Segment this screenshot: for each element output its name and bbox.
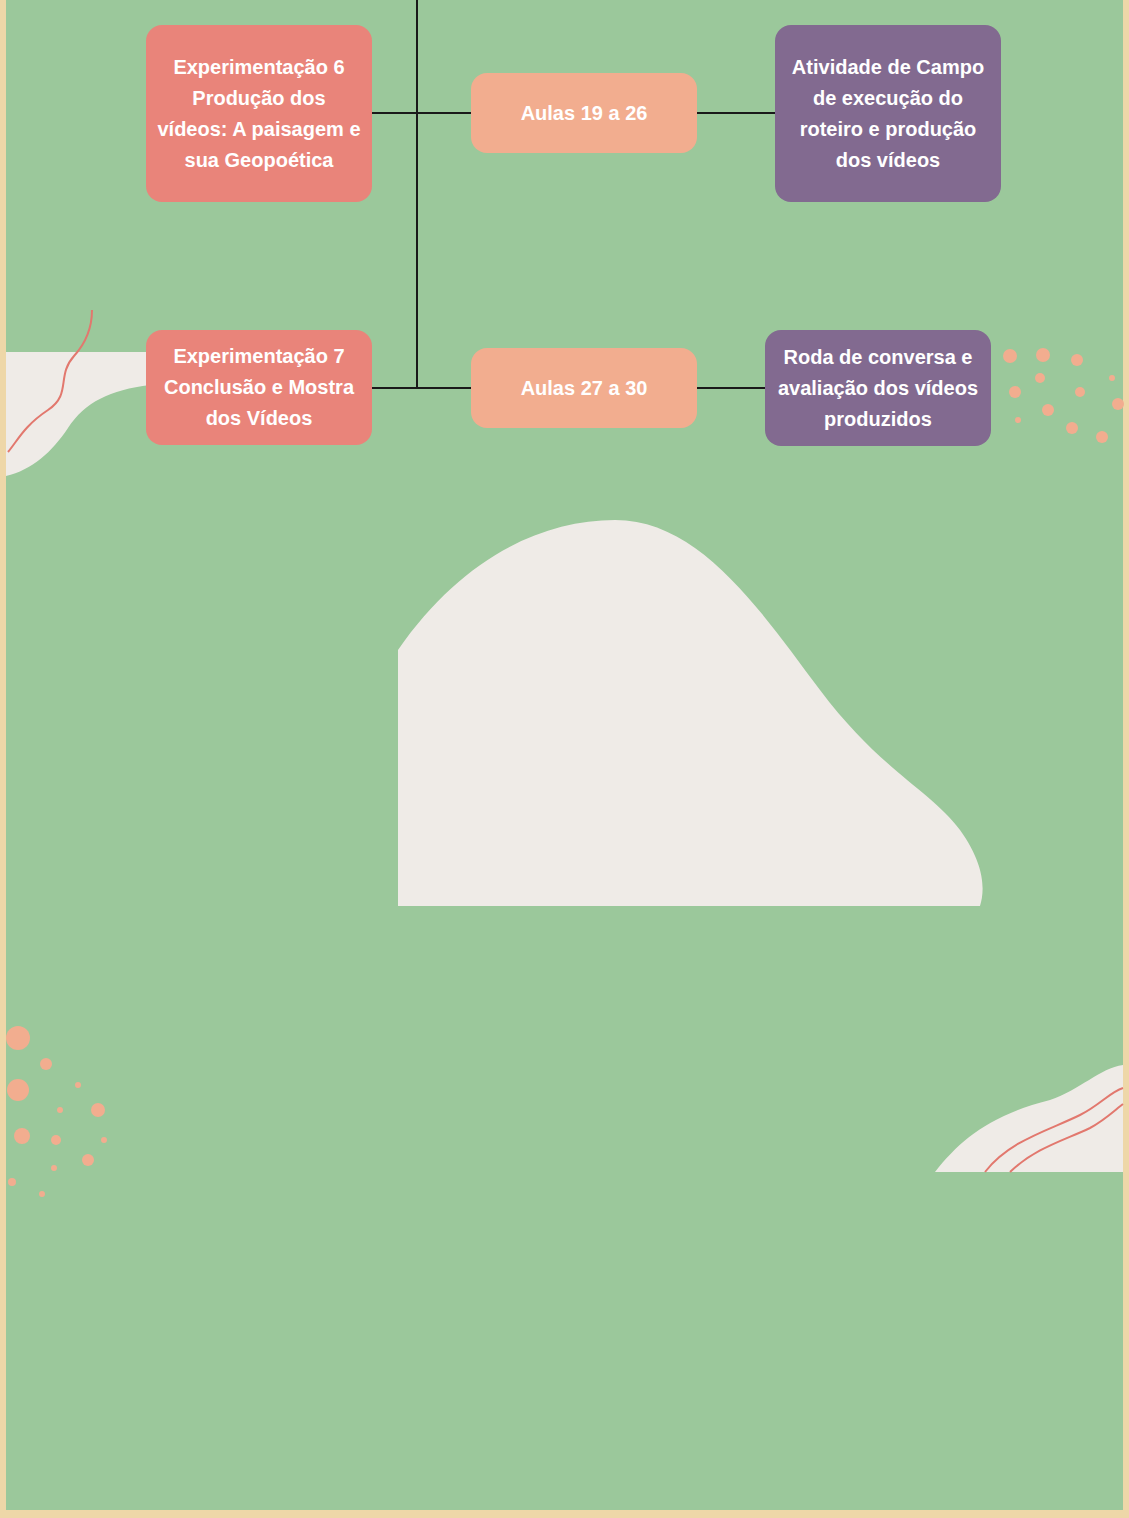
activity-box: Atividade de Campo de execução do roteir… [775, 25, 1001, 202]
white-blob [935, 1065, 1123, 1172]
wavy-line [8, 310, 92, 452]
white-blob [398, 520, 983, 906]
node-text: Atividade de Campo de execução do roteir… [785, 52, 991, 176]
connector-line [697, 112, 775, 114]
wavy-line [1010, 1104, 1123, 1172]
node-text: Experimentação 7 Conclusão e Mostra dos … [156, 341, 362, 434]
node-text: Aulas 27 a 30 [521, 373, 648, 404]
trunk-line [416, 0, 418, 388]
lesson-box: Aulas 19 a 26 [471, 73, 697, 153]
lesson-box: Aulas 27 a 30 [471, 348, 697, 428]
dot-cluster [1003, 348, 1124, 443]
activity-box: Roda de conversa e avaliação dos vídeos … [765, 330, 991, 446]
connector-line [372, 387, 471, 389]
connector-line [697, 387, 765, 389]
wavy-line [985, 1088, 1123, 1172]
stage-box: Experimentação 7 Conclusão e Mostra dos … [146, 330, 372, 445]
node-text: Roda de conversa e avaliação dos vídeos … [775, 342, 981, 435]
dot-cluster [6, 1026, 107, 1197]
white-blob [6, 352, 150, 476]
node-text: Aulas 19 a 26 [521, 98, 648, 129]
stage-box: Experimentação 6 Produção dos vídeos: A … [146, 25, 372, 202]
connector-line [372, 112, 471, 114]
node-text: Experimentação 6 Produção dos vídeos: A … [156, 52, 362, 176]
green-panel [6, 0, 1123, 1510]
